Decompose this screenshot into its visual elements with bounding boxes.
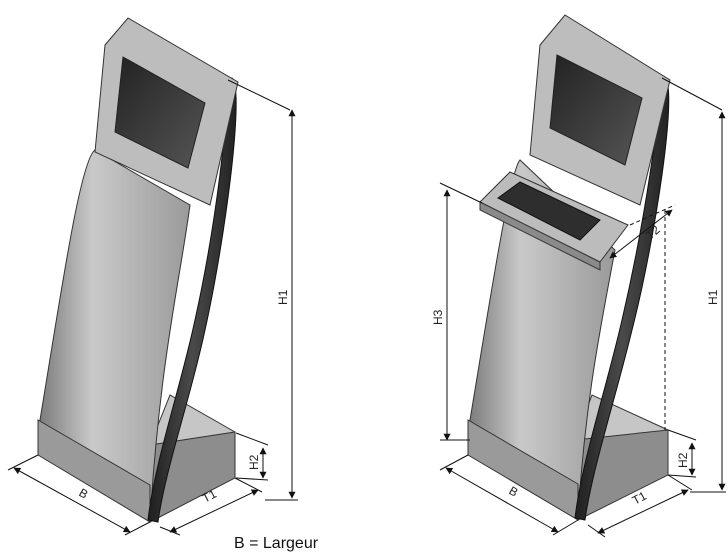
keyboard-keys xyxy=(497,181,601,241)
label-h1-right: H1 xyxy=(706,289,720,305)
label-t1-left: T1 xyxy=(200,487,219,506)
label-t1-right: T1 xyxy=(630,489,649,508)
legend-text: B = Largeur xyxy=(234,535,319,552)
label-b-right: B xyxy=(507,483,521,499)
right-dimensions: H3 T2 H1 H2 B T1 xyxy=(431,77,726,538)
keyboard-tray-front xyxy=(479,201,601,271)
screen-left xyxy=(114,56,206,169)
kiosk-panel-left xyxy=(39,149,191,521)
kiosk-left xyxy=(37,17,239,523)
label-h1-left: H1 xyxy=(276,289,290,305)
label-h2-left: H2 xyxy=(247,454,261,470)
screen-right xyxy=(549,54,643,166)
kiosk-right xyxy=(467,14,671,521)
label-h3: H3 xyxy=(431,309,445,325)
label-b-left: B xyxy=(77,485,91,501)
label-h2-right: H2 xyxy=(676,452,690,468)
